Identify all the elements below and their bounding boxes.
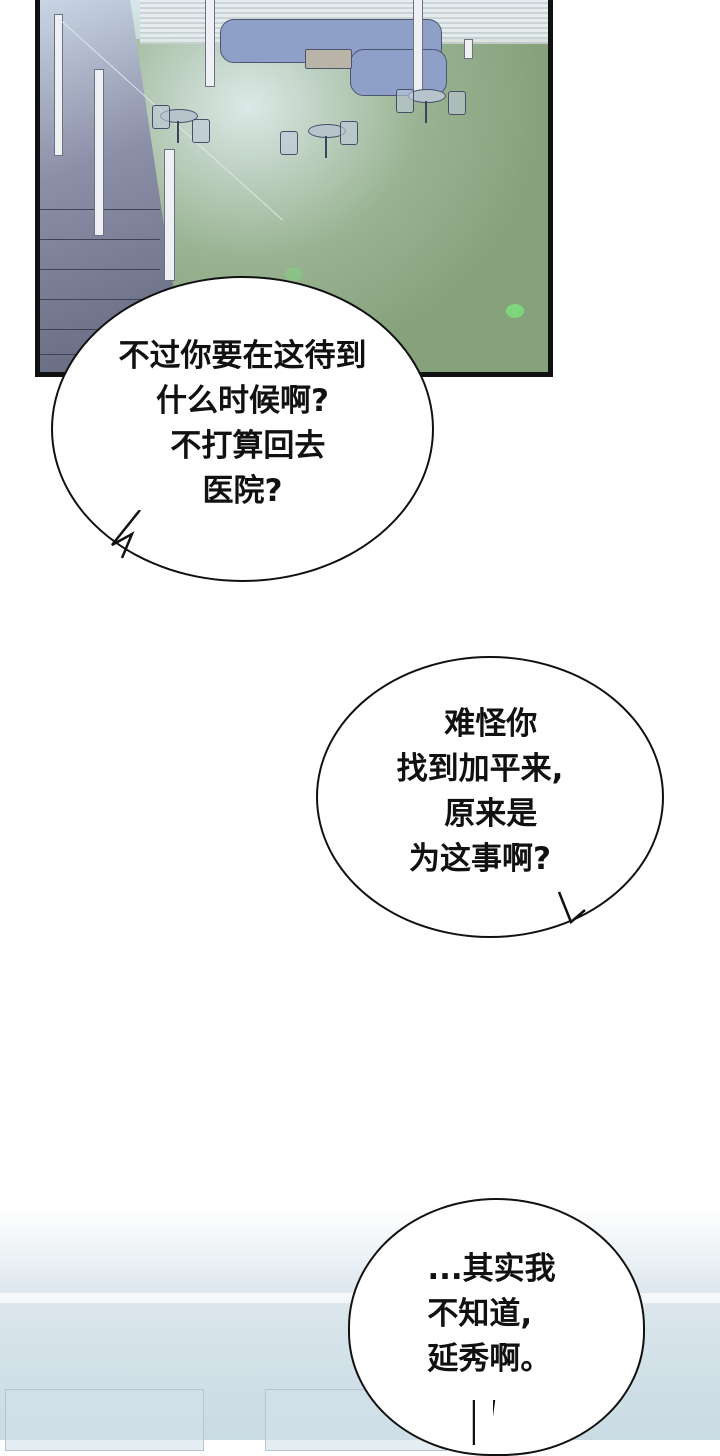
bubble-2-text: 难怪你 找到加平来, 原来是 为这事啊?	[396, 706, 564, 877]
railing-post	[164, 149, 175, 281]
chair	[280, 131, 298, 155]
railing-post	[94, 69, 104, 236]
bubble-1-text: 不过你要在这待到 什么时候啊? 不打算回去 医院?	[118, 338, 367, 509]
cafe-table	[408, 89, 446, 123]
bubble-2-tail	[557, 891, 586, 925]
pergola-post	[205, 0, 215, 87]
bubble-3-text: ...其实我 不知道, 延秀啊。	[427, 1251, 556, 1377]
bubble-3-tail	[472, 1400, 496, 1445]
speech-bubble-3: ...其实我 不知道, 延秀啊。	[348, 1198, 645, 1456]
chair	[396, 89, 414, 113]
chair	[152, 105, 170, 129]
railing-post	[54, 14, 63, 156]
light-flare	[506, 304, 524, 318]
coffee-table	[305, 49, 352, 69]
chair	[340, 121, 358, 145]
chair	[192, 119, 210, 143]
chair	[448, 91, 466, 115]
speech-bubble-2: 难怪你 找到加平来, 原来是 为这事啊?	[316, 656, 664, 938]
pergola-post	[413, 0, 423, 96]
light-flare	[285, 267, 303, 281]
rooftop-garden-panel	[35, 0, 553, 377]
window	[5, 1389, 204, 1451]
potted-plant	[464, 39, 473, 59]
speech-bubble-1: 不过你要在这待到 什么时候啊? 不打算回去 医院?	[51, 276, 434, 582]
bubble-1-tail	[111, 510, 141, 559]
